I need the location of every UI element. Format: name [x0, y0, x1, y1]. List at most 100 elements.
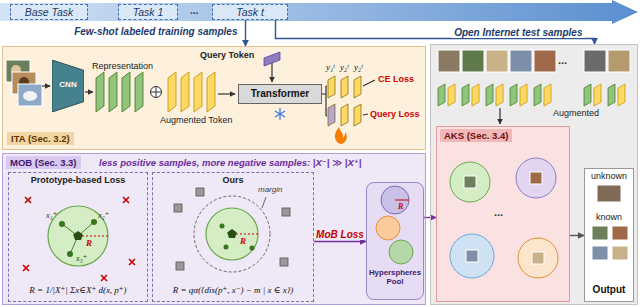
hypersphere [389, 240, 413, 264]
output-tokens [328, 76, 361, 126]
class-symbol: y₂ᵗ [340, 62, 349, 72]
known-sphere [464, 176, 476, 188]
representation-tokens [109, 72, 117, 112]
hypersphere [376, 186, 413, 264]
connector-arrow [276, 20, 595, 44]
augmented-token [544, 84, 551, 106]
node-text: Transformer [239, 88, 321, 99]
query-token [264, 52, 280, 66]
node-text: Output [585, 284, 633, 295]
connector-arrow [570, 235, 584, 236]
cnn-block: CNN [52, 60, 84, 112]
node-text: AKS (Sec. 3.4) [440, 129, 512, 142]
connector-arrow [245, 20, 246, 46]
test-image [438, 50, 460, 72]
connector-arrow [314, 241, 366, 242]
node-text: Hyperspheres Pool [368, 268, 422, 286]
node-text: R = 1/|X⁺| Σx∈X⁺ d(x, p⁺) [9, 285, 147, 295]
sample-symbol: x₂⁺ [98, 210, 109, 220]
task-box: Task t [212, 4, 288, 20]
output-tokens [341, 104, 348, 126]
edge-label: Few-shot labeled training samples [72, 26, 239, 37]
negative-sample [176, 262, 184, 270]
known-sphere [450, 234, 494, 278]
augmented-token [534, 84, 541, 106]
augmented-token [448, 84, 455, 106]
flow-arrow [42, 63, 375, 116]
flow-arrow [271, 63, 272, 82]
augmented-tokens [194, 72, 202, 112]
augmented-token [594, 84, 601, 106]
flow-arrow [363, 80, 375, 86]
negative-sample [23, 197, 135, 281]
output-image [592, 246, 608, 260]
augmented-token [496, 84, 503, 106]
edge-label: MoB Loss [314, 229, 366, 240]
negative-sample [196, 188, 204, 196]
hypersphere [381, 186, 409, 214]
node-text: ITA (Sec. 3.2) [7, 132, 74, 145]
prototype-sphere [91, 219, 97, 225]
output-box: unknown knownOutput [584, 168, 634, 302]
flow-arrow [363, 114, 368, 115]
part-label: Augmented Token [160, 115, 232, 125]
ellipsis: ... [494, 206, 503, 218]
node-text: less positive samples, more negative sam… [99, 157, 361, 168]
output-tokens [328, 76, 335, 98]
test-image [462, 50, 484, 72]
timeline-arrow [0, 0, 638, 24]
augmented-token [438, 84, 625, 106]
timeline-arrow [0, 0, 638, 24]
ellipsis: ... [558, 54, 567, 66]
loss-label: Query Loss [370, 109, 420, 119]
augmented-tokens [168, 72, 176, 112]
augmented-token [462, 84, 469, 106]
training-images [23, 91, 37, 101]
task-box: Base Task [10, 4, 88, 20]
test-image [486, 50, 508, 72]
node-text: unknown [585, 171, 633, 181]
node-text: Prototype-based Loss [9, 175, 147, 185]
margin-sphere [206, 208, 258, 260]
negative-sample [101, 275, 107, 281]
training-images [6, 60, 42, 106]
node-text: Task 1 [119, 6, 177, 18]
part-label: margin [258, 185, 282, 194]
node-text: CNN [52, 80, 84, 89]
negative-sample [174, 188, 290, 270]
trainable-icon [335, 127, 347, 144]
node-text: known [585, 212, 633, 222]
panel-ground [2, 46, 426, 150]
node-text: Augmented [553, 108, 599, 118]
margin-sphere [220, 224, 225, 229]
augmented-tokens [181, 72, 189, 112]
part-label: Representation [92, 61, 153, 71]
frozen-icon [275, 108, 285, 120]
node-text: Task t [213, 6, 287, 18]
hypersphere-pool: Hyperspheres Pool [366, 182, 424, 300]
negative-sample [23, 265, 29, 271]
panel-ground [436, 126, 570, 302]
prototype-sphere [59, 221, 65, 227]
prototype-sphere [73, 231, 83, 240]
known-sphere [450, 158, 558, 278]
plus-symbol [151, 87, 162, 98]
test-image [584, 50, 606, 72]
panel-ground [2, 153, 426, 305]
known-sphere [530, 172, 542, 184]
margin-sphere [262, 197, 266, 208]
radius-symbol: R [240, 236, 246, 246]
node-text: MOB (Sec. 3.3) [6, 156, 81, 169]
margin-sphere [194, 196, 270, 272]
sample-symbol: x₁⁺ [46, 210, 57, 220]
augmented-token [520, 84, 527, 106]
negative-sample [280, 258, 288, 266]
margin-sphere [227, 229, 237, 238]
plus-symbol [151, 87, 162, 98]
cnn-shape [52, 60, 84, 112]
representation-tokens [135, 72, 143, 112]
frozen-icon [275, 108, 285, 120]
training-images [18, 84, 42, 106]
margin-sphere [224, 245, 229, 250]
transformer-box: Transformer [238, 84, 322, 104]
